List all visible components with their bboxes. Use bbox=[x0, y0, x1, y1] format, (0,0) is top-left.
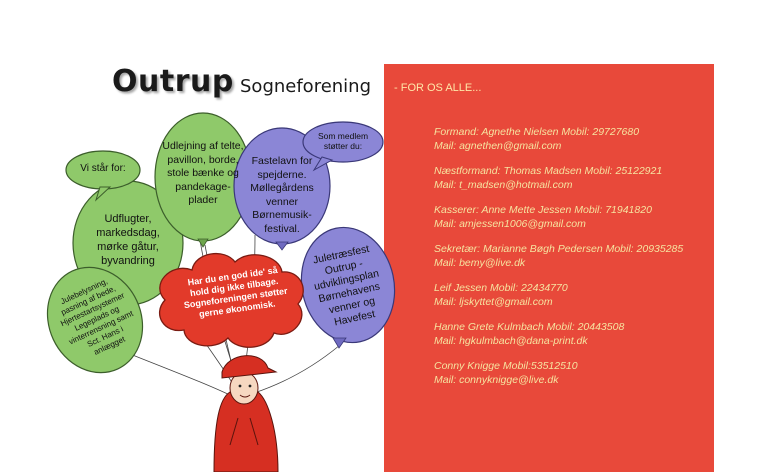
contact-entry: Leif Jessen Mobil: 22434770 Mail: ljskyt… bbox=[434, 282, 714, 309]
mascot-figure bbox=[213, 355, 279, 472]
contact-role-phone: Conny Knigge Mobil:53512510 bbox=[434, 360, 578, 372]
contact-mail: Mail: bemy@live.dk bbox=[434, 256, 526, 269]
contact-list: Formand: Agnethe Nielsen Mobil: 29727680… bbox=[434, 126, 714, 399]
vi-staar-for-text: Vi står for: bbox=[80, 163, 126, 174]
title-outrup: Outrup bbox=[112, 64, 234, 99]
speech-bubble-som-medlem bbox=[302, 121, 384, 163]
contact-entry: Hanne Grete Kulmbach Mobil: 20443508 Mai… bbox=[434, 321, 714, 348]
balloon-julebelysning bbox=[46, 266, 144, 374]
contact-mail: Mail: t_madsen@hotmail.com bbox=[434, 178, 573, 191]
contact-entry: Conny Knigge Mobil:53512510 Mail: connyk… bbox=[434, 360, 714, 387]
contact-entry: Formand: Agnethe Nielsen Mobil: 29727680… bbox=[434, 126, 714, 153]
tagline: - FOR OS ALLE... bbox=[394, 82, 482, 94]
contact-panel bbox=[384, 64, 714, 472]
udflugter-text: Udflugter, markedsdag, mørke gåtur, byva… bbox=[96, 213, 160, 267]
contact-mail: Mail: agnethen@gmail.com bbox=[434, 139, 562, 152]
udlejning-text: Udlejning af telte, pavillon, borde, sto… bbox=[162, 140, 244, 206]
contact-entry: Sekretær: Marianne Bøgh Pedersen Mobil: … bbox=[434, 243, 714, 270]
contact-entry: Næstformand: Thomas Madsen Mobil: 251229… bbox=[434, 165, 714, 192]
juletraesfest-text: Juletræsfest Outrup - udviklingsplan Bør… bbox=[311, 242, 382, 329]
contact-mail: Mail: amjessen1006@gmail.com bbox=[434, 217, 586, 230]
contact-role-phone: Kasserer: Anne Mette Jessen Mobil: 71941… bbox=[434, 204, 652, 216]
contact-entry: Kasserer: Anne Mette Jessen Mobil: 71941… bbox=[434, 204, 714, 231]
contact-mail: Mail: connyknigge@live.dk bbox=[434, 373, 559, 386]
contact-role-phone: Hanne Grete Kulmbach Mobil: 20443508 bbox=[434, 321, 625, 333]
contact-role-phone: Formand: Agnethe Nielsen Mobil: 29727680 bbox=[434, 126, 640, 138]
contact-role-phone: Sekretær: Marianne Bøgh Pedersen Mobil: … bbox=[434, 243, 684, 255]
contact-mail: Mail: ljskyttet@gmail.com bbox=[434, 295, 553, 308]
contact-role-phone: Leif Jessen Mobil: 22434770 bbox=[434, 282, 568, 294]
contact-role-phone: Næstformand: Thomas Madsen Mobil: 251229… bbox=[434, 165, 663, 177]
som-medlem-text: Som medlem støtter du: bbox=[317, 131, 369, 151]
fastelavn-text: Fastelavn for spejderne. Møllegårdens ve… bbox=[250, 155, 314, 235]
idea-cloud bbox=[159, 252, 304, 348]
contact-mail: Mail: hgkulmbach@dana-print.dk bbox=[434, 334, 588, 347]
title-sogneforening: Sogneforening bbox=[240, 76, 372, 97]
